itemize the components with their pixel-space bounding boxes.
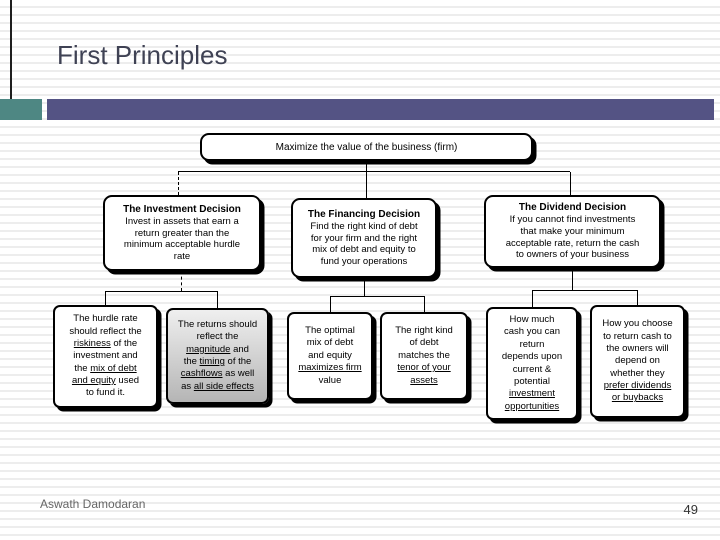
connector-level1-horizontal <box>178 171 570 172</box>
connector-financing-horizontal <box>330 296 424 297</box>
connector-dividend-horizontal <box>532 290 637 291</box>
node-dividend-decision: The Dividend Decision If you cannot find… <box>484 195 661 268</box>
connector-to-hurdle <box>105 291 106 305</box>
connector-to-dividend <box>570 172 571 195</box>
slide-title: First Principles <box>57 40 228 70</box>
footer-author: Aswath Damodaran <box>40 497 146 511</box>
node-title: The Dividend Decision <box>518 202 627 214</box>
accent-bar <box>47 99 714 120</box>
node-body: Maximize the value of the business (firm… <box>275 141 458 153</box>
connector-to-right-debt <box>424 296 425 312</box>
connector-to-investment <box>178 172 179 195</box>
connector-investment-stub <box>181 271 182 291</box>
connector-to-return-method <box>637 290 638 305</box>
connector-to-cash-return <box>532 290 533 307</box>
node-maximize-value: Maximize the value of the business (firm… <box>200 133 533 161</box>
connector-to-financing <box>366 172 367 198</box>
page-number: 49 <box>683 502 698 517</box>
connector-to-optimal-mix <box>330 296 331 312</box>
connector-root-stub <box>366 161 367 172</box>
node-financing-decision: The Financing Decision Find the right ki… <box>291 198 437 278</box>
accent-square <box>0 99 42 120</box>
connector-investment-horizontal <box>105 291 217 292</box>
connector-to-returns <box>217 291 218 308</box>
node-title: The Financing Decision <box>307 208 421 220</box>
node-title: The Investment Decision <box>123 203 241 215</box>
node-investment-decision: The Investment Decision Invest in assets… <box>103 195 261 271</box>
connector-dividend-stub <box>572 268 573 290</box>
connector-financing-stub <box>364 278 365 296</box>
left-margin-line <box>10 0 12 100</box>
